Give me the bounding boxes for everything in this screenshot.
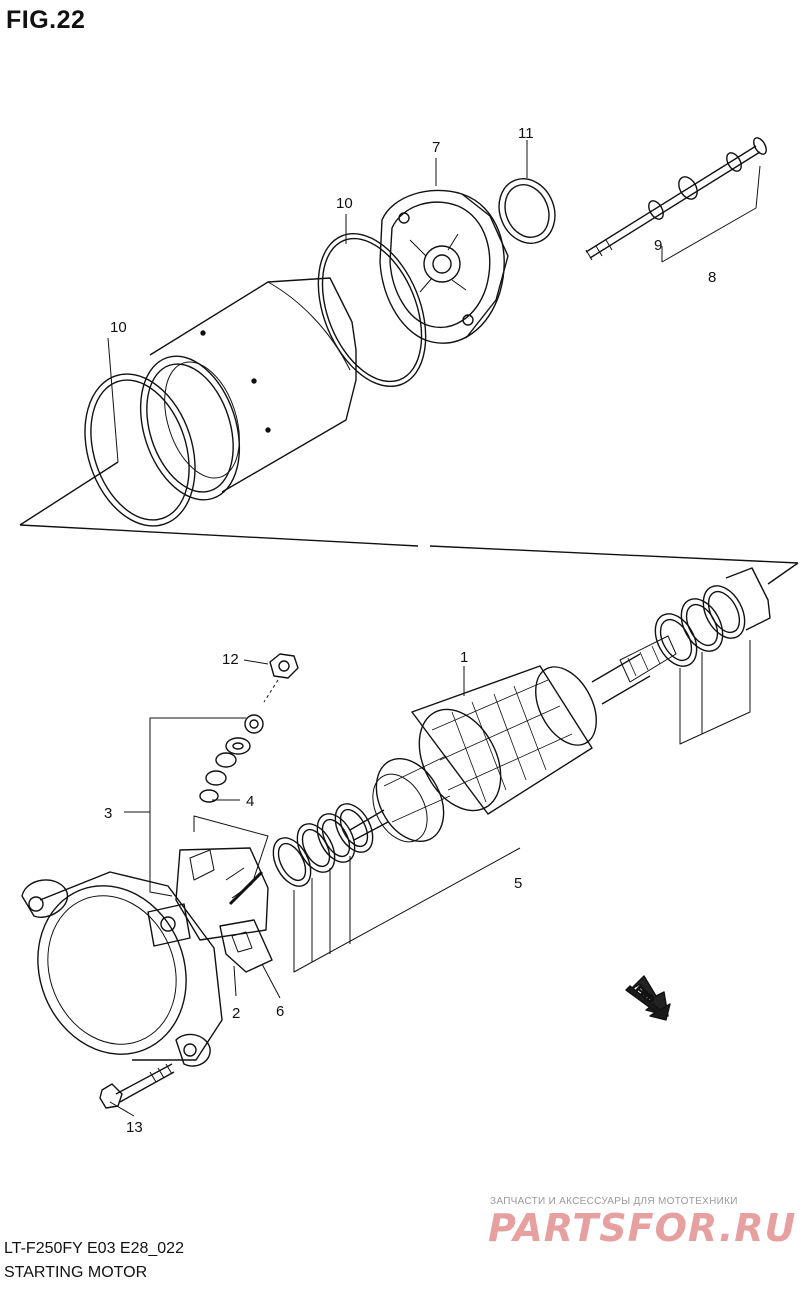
callout-5: 5	[514, 875, 522, 892]
callout-11: 11	[518, 125, 534, 142]
watermark-subtitle: ЗАПЧАСТИ И АКСЕССУАРЫ ДЛЯ МОТОТЕХНИКИ	[490, 1196, 738, 1207]
front-housing	[21, 871, 223, 1067]
washer-11	[498, 178, 556, 244]
armature	[349, 635, 677, 843]
callout-12: 12	[222, 651, 239, 668]
callout-8: 8	[708, 269, 716, 286]
o-ring-left	[84, 373, 196, 527]
terminal-set-bracket	[149, 717, 246, 897]
callout-13: 13	[126, 1119, 143, 1136]
figure-title: FIG.22	[6, 6, 86, 34]
brush-holder	[175, 815, 273, 973]
fwd-direction-icon: FWD	[625, 975, 671, 1021]
model-code: LT-F250FY E03 E28_022	[4, 1240, 184, 1257]
leader-lines	[107, 140, 528, 1117]
callout-1: 1	[460, 649, 468, 666]
terminal-parts	[199, 679, 279, 906]
callout-10-left: 10	[110, 319, 127, 336]
watermark-brand: PARTSFOR.RU	[488, 1206, 797, 1250]
mounting-bolt	[99, 1063, 175, 1109]
washer-set-left	[272, 803, 521, 973]
through-bolt	[585, 137, 767, 263]
assembly-name: STARTING MOTOR	[4, 1264, 148, 1281]
callout-numbers: 1 2 3 4 5 6 7 8 9 10 10 11 12 13	[104, 125, 716, 1136]
callout-7: 7	[432, 139, 440, 156]
callout-9: 9	[654, 237, 662, 254]
rear-end-cover	[379, 189, 509, 344]
yoke-housing	[139, 277, 357, 501]
terminal-nut	[269, 653, 299, 679]
washer-set-right	[654, 567, 771, 745]
callout-10-right: 10	[336, 195, 353, 212]
divider-lines	[19, 461, 799, 585]
callout-4: 4	[246, 793, 254, 810]
o-ring-right	[317, 232, 427, 388]
callout-2: 2	[232, 1005, 240, 1022]
callout-6: 6	[276, 1003, 284, 1020]
callout-3: 3	[104, 805, 112, 822]
